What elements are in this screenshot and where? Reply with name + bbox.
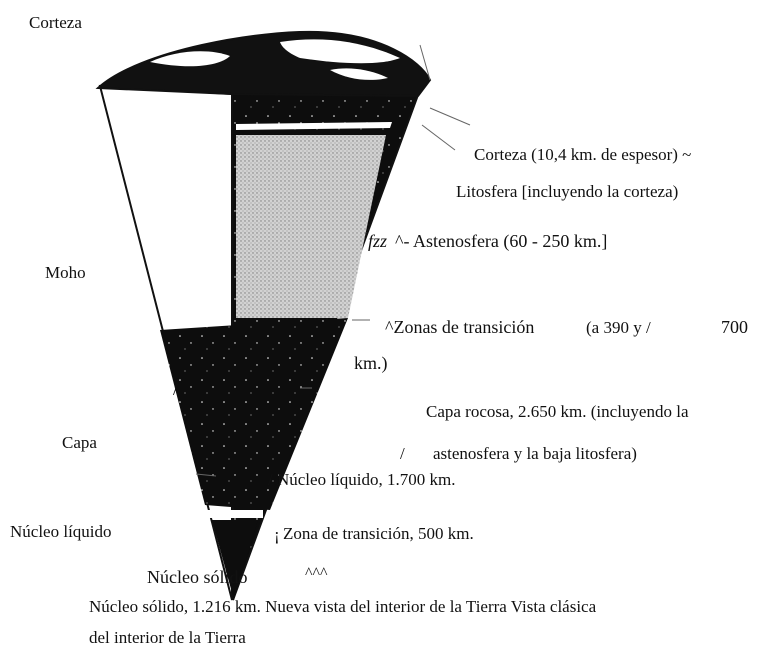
label-moho: Moho <box>45 263 86 282</box>
crust-cap <box>95 30 432 98</box>
continent-patch-2 <box>280 39 400 64</box>
caption-line-1: Núcleo sólido, 1.216 km. Nueva vista del… <box>89 597 597 616</box>
label-zonas-transicion-c: 700 <box>721 317 748 337</box>
label-corteza-left: Corteza <box>29 13 82 32</box>
label-capa: Capa <box>62 433 97 452</box>
label-carets: ^^^ <box>305 565 328 582</box>
label-zona-transicion-500: Zona de transición, 500 km. <box>283 524 474 543</box>
continent-patch-1 <box>150 51 230 67</box>
label-astenosfera-prefix: fzz <box>368 231 388 251</box>
asthenosphere-layer <box>236 135 386 318</box>
label-zonas-transicion-b: (a 390 y / <box>586 318 651 337</box>
inner-core-tip <box>212 520 258 600</box>
caption-line-2: del interior de la Tierra <box>89 628 246 647</box>
label-zonas-transicion-d: km.) <box>354 353 388 373</box>
label-nucleo-liquido-left: Núcleo líquido <box>10 522 112 541</box>
label-capa-rocosa-1: Capa rocosa, 2.650 km. (incluyendo la <box>426 402 689 421</box>
label-zonas-transicion-a: ^Zonas de transición <box>385 317 535 337</box>
label-corteza-right: Corteza (10,4 km. de espesor) ~ <box>474 145 692 164</box>
label-nucleo-solido-center: Núcleo sólido <box>147 567 248 587</box>
label-nucleo-liquido-right: / Núcleo líquido, 1.700 km. <box>268 470 456 489</box>
continent-patch-3 <box>330 68 388 80</box>
label-slash-mid: / <box>400 444 405 463</box>
lithosphere-stripe <box>236 122 392 130</box>
label-capa-rocosa-2: astenosfera y la baja litosfera) <box>433 444 637 463</box>
label-zona-transicion-mark: ¡ <box>274 525 280 544</box>
label-astenosfera: ^- Astenosfera (60 - 250 km.] <box>395 231 608 251</box>
transition-band-1 <box>205 510 263 518</box>
mantle-lower-left <box>160 318 348 510</box>
label-slash-left: / <box>173 380 178 399</box>
label-litosfera: Litosfera [incluyendo la corteza) <box>456 182 679 201</box>
